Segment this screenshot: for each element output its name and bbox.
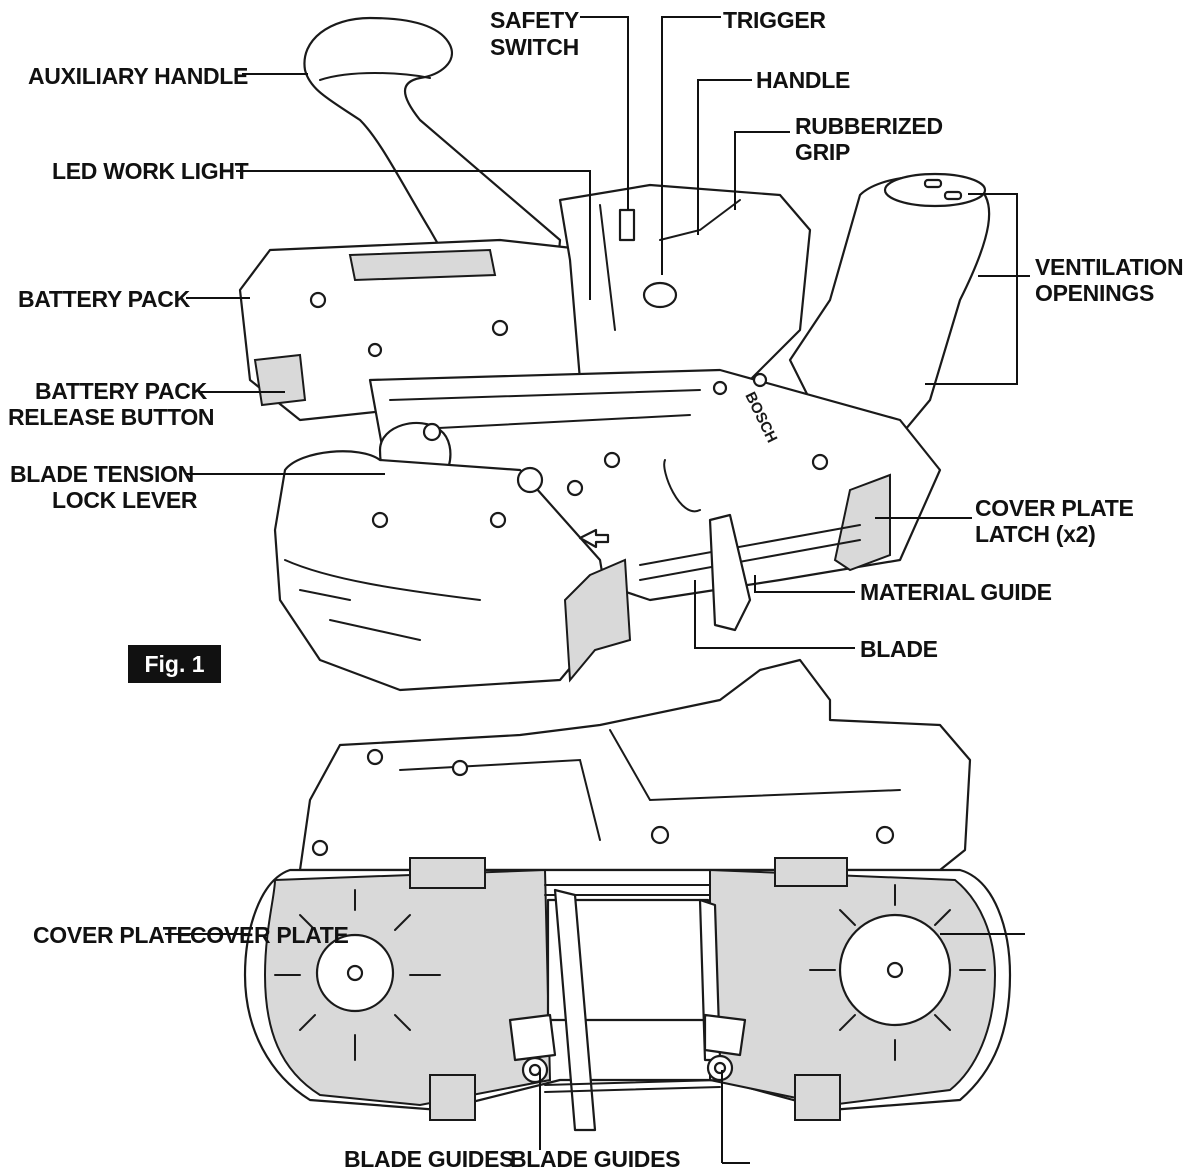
label-cover-plate-overlap: COVER PLATE [190, 922, 349, 948]
label-battery-pack-release-line2: RELEASE BUTTON [8, 404, 215, 430]
label-handle: HANDLE [756, 67, 851, 93]
label-material-guide: MATERIAL GUIDE [860, 579, 1052, 605]
label-ventilation-line1: VENTILATION [1035, 254, 1184, 280]
label-auxiliary-handle: AUXILIARY HANDLE [28, 63, 249, 89]
label-safety-switch-line1: SAFETY [490, 7, 579, 33]
label-battery-pack-release-line1: BATTERY PACK [35, 378, 207, 404]
top-view-illustration [238, 16, 991, 692]
label-cover-plate-latch-line1: COVER PLATE [975, 495, 1134, 521]
leader-lines [165, 16, 1030, 1164]
label-blade-tension-line2: LOCK LEVER [52, 487, 198, 513]
label-safety-switch-line2: SWITCH [490, 34, 579, 60]
label-rubberized-grip-line2: GRIP [795, 139, 851, 165]
label-cover-plate: COVER PLATE [33, 922, 192, 948]
label-cover-plate-latch-line2: LATCH (x2) [975, 521, 1096, 547]
label-ventilation-line2: OPENINGS [1035, 280, 1155, 306]
label-rubberized-grip-line1: RUBBERIZED [795, 113, 943, 139]
label-battery-pack: BATTERY PACK [18, 286, 190, 312]
label-blade-guides-overlap: BLADE GUIDES [510, 1146, 681, 1172]
bottom-view-illustration [243, 658, 1012, 1132]
label-led-work-light: LED WORK LIGHT [52, 158, 249, 184]
label-blade: BLADE [860, 636, 938, 662]
label-trigger: TRIGGER [723, 7, 826, 33]
figure-label: Fig. 1 [128, 645, 221, 683]
label-blade-tension-line1: BLADE TENSION [10, 461, 194, 487]
label-blade-guides: BLADE GUIDES [344, 1146, 515, 1172]
